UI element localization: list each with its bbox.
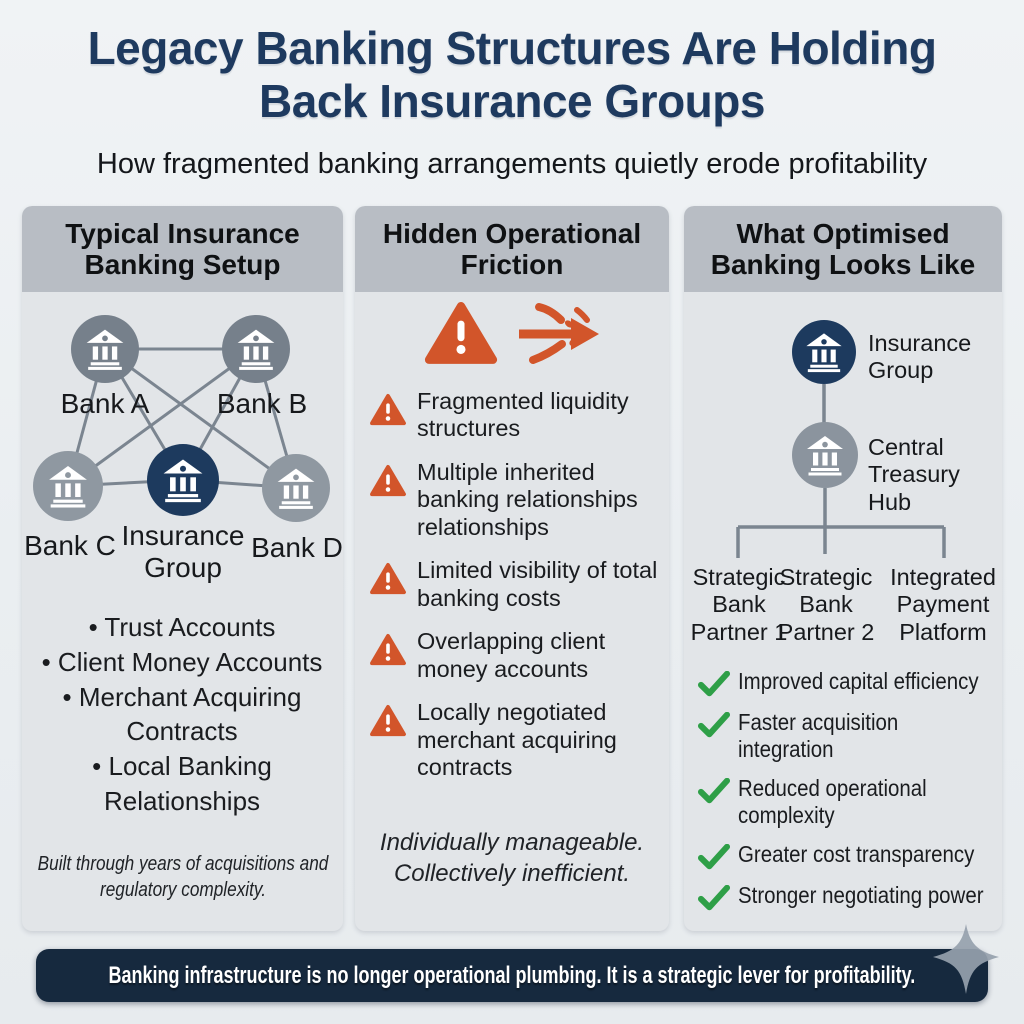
warning-triangle-icon (370, 563, 406, 595)
bank-c-label: Bank C (24, 530, 116, 561)
list-item: Trust Accounts (32, 610, 332, 645)
list-item: Merchant Acquiring Contracts (32, 680, 332, 750)
bank-b-label: Bank B (216, 388, 308, 419)
list-item: Limited visibility of total banking cost… (369, 557, 667, 612)
tree-root-label: Insurance Group (868, 330, 972, 384)
tree-leaf-label: Integrated Payment Platform (890, 564, 996, 645)
insurance-group-label: Insurance Group (121, 520, 245, 583)
list-item: Improved capital efficiency (698, 668, 1002, 697)
list-item: Stronger negotiating power (698, 882, 1002, 911)
list-item: Greater cost transparency (698, 841, 1002, 870)
list-item: Reduced operational complexity (698, 775, 1002, 829)
friction-footnote: Individually manageable. Collectively in… (379, 828, 645, 887)
warning-triangle-icon (370, 464, 406, 497)
list-item: Local Banking Relationships (32, 749, 332, 819)
list-item: Faster acquisition integration (698, 709, 1002, 763)
page-title: Legacy Banking Structures Are Holding Ba… (0, 22, 1024, 129)
friction-arrow-icon (519, 303, 599, 364)
treasury-tree-diagram: Insurance Group Central Treasury Hub Str… (684, 292, 1002, 668)
benefits-list: Improved capital efficiency Faster acqui… (698, 668, 1002, 911)
column-hidden-friction: Hidden Operational Friction (355, 206, 669, 931)
friction-column-header: Hidden Operational Friction (355, 206, 669, 292)
warning-triangle-icon (424, 302, 498, 364)
warning-triangle-icon (370, 634, 406, 666)
column-legacy-setup: Typical Insurance Banking Setup (22, 206, 343, 931)
banner-text: Banking infrastructure is no longer oper… (108, 961, 916, 989)
list-item: Client Money Accounts (32, 645, 332, 680)
friction-hero-icons (355, 301, 669, 367)
checkmark-icon (698, 671, 730, 697)
warning-triangle-icon (370, 393, 406, 426)
friction-list: Fragmented liquidity structures Multiple… (369, 388, 667, 782)
treasury-tree-graphic (736, 320, 946, 558)
legacy-bullet-list: Trust Accounts Client Money Accounts Mer… (32, 610, 332, 819)
checkmark-icon (698, 844, 730, 870)
list-item: Overlapping client money accounts (369, 628, 667, 683)
page-subtitle: How fragmented banking arrangements quie… (96, 148, 928, 180)
list-item: Fragmented liquidity structures (369, 388, 667, 443)
bank-network-graphic (33, 315, 330, 522)
tree-leaf-label: Strategic Bank Partner 2 (777, 564, 875, 645)
checkmark-icon (698, 885, 730, 911)
sparkle-icon (933, 924, 999, 994)
bottom-banner: Banking infrastructure is no longer oper… (36, 949, 988, 1002)
list-item: Multiple inherited banking relationships… (369, 459, 667, 541)
legacy-footnote: Built through years of acquisitions and … (37, 853, 329, 901)
warning-triangle-icon (370, 705, 406, 737)
legacy-column-header: Typical Insurance Banking Setup (22, 206, 343, 292)
bank-network-diagram: Bank A Bank B Bank C Insurance Group Ban… (22, 292, 343, 672)
page-title-line1: Legacy Banking Structures Are Holding (87, 22, 937, 74)
page-title-line2: Back Insurance Groups (259, 75, 765, 128)
checkmark-icon (698, 778, 730, 804)
optimised-column-header: What Optimised Banking Looks Like (684, 206, 1002, 292)
column-optimised-banking: What Optimised Banking Looks Like Insura… (684, 206, 1002, 931)
bank-a-label: Bank A (60, 388, 150, 419)
tree-leaf-label: Strategic Bank Partner 1 (690, 564, 788, 645)
tree-hub-label: Central Treasury Hub (868, 434, 960, 515)
list-item: Locally negotiated merchant acquiring co… (369, 699, 667, 781)
bank-d-label: Bank D (251, 532, 343, 563)
checkmark-icon (698, 712, 730, 738)
